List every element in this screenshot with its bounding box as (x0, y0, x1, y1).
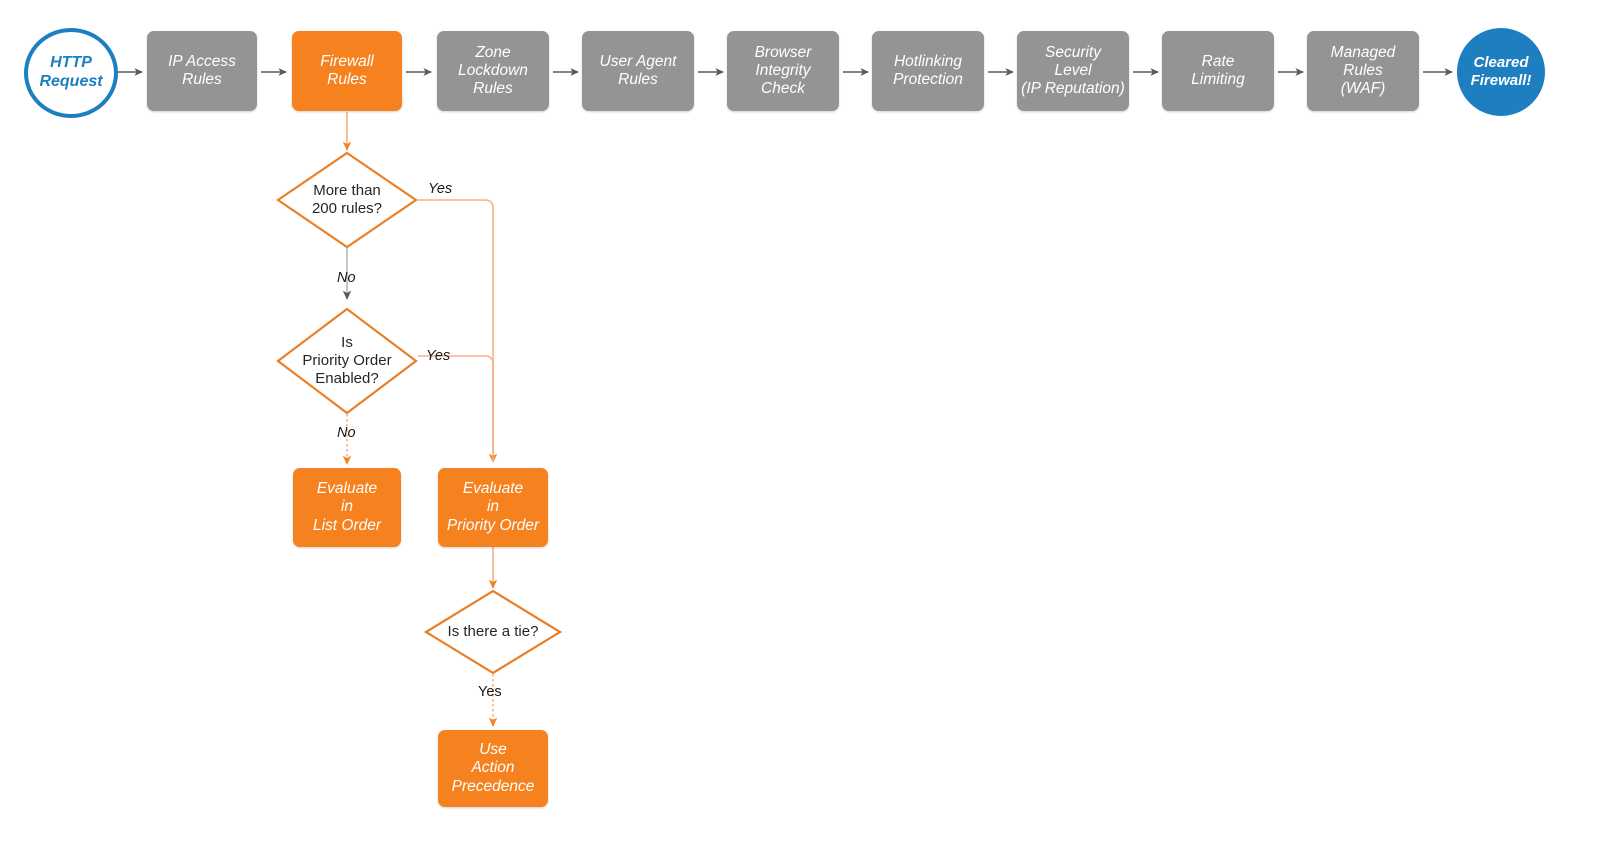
node-evaluate-in-priority-order[interactable]: Evaluate in Priority Order (438, 468, 548, 547)
node-label-line: Evaluate (316, 480, 378, 498)
node-label-line: Rules (182, 71, 222, 88)
node-label-line: Is (341, 334, 353, 351)
node-label-line: Rules (473, 80, 513, 98)
node-label-line: Browser (754, 43, 812, 61)
node-label-line: Integrity (755, 61, 811, 79)
node-user-agent-rules[interactable]: User Agent Rules (582, 31, 694, 111)
diamond-shape (276, 151, 418, 249)
diamond-shape (276, 307, 418, 415)
node-label-line: HTTP (50, 54, 92, 72)
node-evaluate-in-list-order[interactable]: Evaluate in List Order (293, 468, 401, 547)
node-label-line: 200 rules? (311, 200, 383, 217)
node-label-line: (IP Reputation) (1021, 80, 1125, 98)
node-label-line: List Order (312, 516, 382, 534)
node-label-line: Priority Order (446, 516, 540, 534)
node-label-line: Is there a tie? (447, 623, 539, 640)
node-zone-lockdown-rules[interactable]: Zone Lockdown Rules (437, 31, 549, 111)
node-browser-integrity-check[interactable]: Browser Integrity Check (727, 31, 839, 111)
edge-label-d3-yes: Yes (478, 684, 502, 700)
node-label-line: Limiting (1191, 71, 1245, 88)
node-rate-limiting[interactable]: Rate Limiting (1162, 31, 1274, 111)
node-label-line: Security (1045, 43, 1101, 61)
node-label-line: Priority Order (302, 352, 392, 369)
node-label-line: Lockdown (458, 61, 528, 79)
node-ip-access-rules[interactable]: IP Access Rules (147, 31, 257, 111)
node-label-line: User Agent (599, 52, 677, 70)
node-firewall-rules[interactable]: Firewall Rules (292, 31, 402, 111)
node-label-line: Rate (1201, 52, 1235, 70)
node-label-line: Rules (1343, 61, 1383, 79)
node-label-line: Use (479, 741, 507, 759)
node-label-line: IP Access (168, 52, 236, 70)
edge-label-d1-no: No (337, 270, 356, 286)
node-label-line: Request (39, 73, 103, 90)
node-label-line: Managed (1330, 43, 1396, 61)
node-label-line: (WAF) (1340, 80, 1386, 98)
node-label-line: Firewall! (1470, 72, 1532, 89)
node-label-line: Check (761, 80, 805, 98)
node-label-line: Firewall (320, 52, 374, 70)
node-hotlinking-protection[interactable]: Hotlinking Protection (872, 31, 984, 111)
node-label-line: in (486, 498, 500, 516)
node-label-line: Enabled? (315, 370, 379, 387)
node-label-line: in (340, 498, 354, 516)
node-http-request[interactable]: HTTP Request (24, 28, 118, 118)
node-cleared-firewall[interactable]: Cleared Firewall! (1457, 28, 1545, 116)
node-managed-rules-waf[interactable]: Managed Rules (WAF) (1307, 31, 1419, 111)
node-more-than-200-rules[interactable]: More than 200 rules? (276, 151, 418, 249)
node-label-line: Level (1054, 61, 1092, 79)
diamond-label: More than 200 rules? (276, 151, 418, 249)
node-label-line: More than (313, 182, 381, 199)
edge-label-d2-no: No (337, 425, 356, 441)
diamond-shape (424, 589, 562, 675)
diamond-label: Is there a tie? (424, 589, 562, 675)
node-label-line: Rules (618, 71, 658, 88)
diamond-label: Is Priority Order Enabled? (276, 307, 418, 415)
node-label-line: Zone (475, 43, 511, 61)
node-is-there-a-tie[interactable]: Is there a tie? (424, 589, 562, 675)
node-label-line: Hotlinking (893, 52, 963, 70)
node-label-line: Evaluate (462, 480, 524, 498)
node-is-priority-order-enabled[interactable]: Is Priority Order Enabled? (276, 307, 418, 415)
edge-label-d1-yes: Yes (428, 181, 453, 197)
node-security-level[interactable]: Security Level (IP Reputation) (1017, 31, 1129, 111)
node-label-line: Precedence (451, 777, 535, 795)
edge-label-d2-yes: Yes (426, 348, 451, 364)
node-label-line: Rules (327, 71, 367, 88)
node-use-action-precedence[interactable]: Use Action Precedence (438, 730, 548, 807)
node-label-line: Protection (893, 71, 963, 88)
node-label-line: Cleared (1473, 54, 1529, 72)
node-label-line: Action (471, 759, 515, 777)
